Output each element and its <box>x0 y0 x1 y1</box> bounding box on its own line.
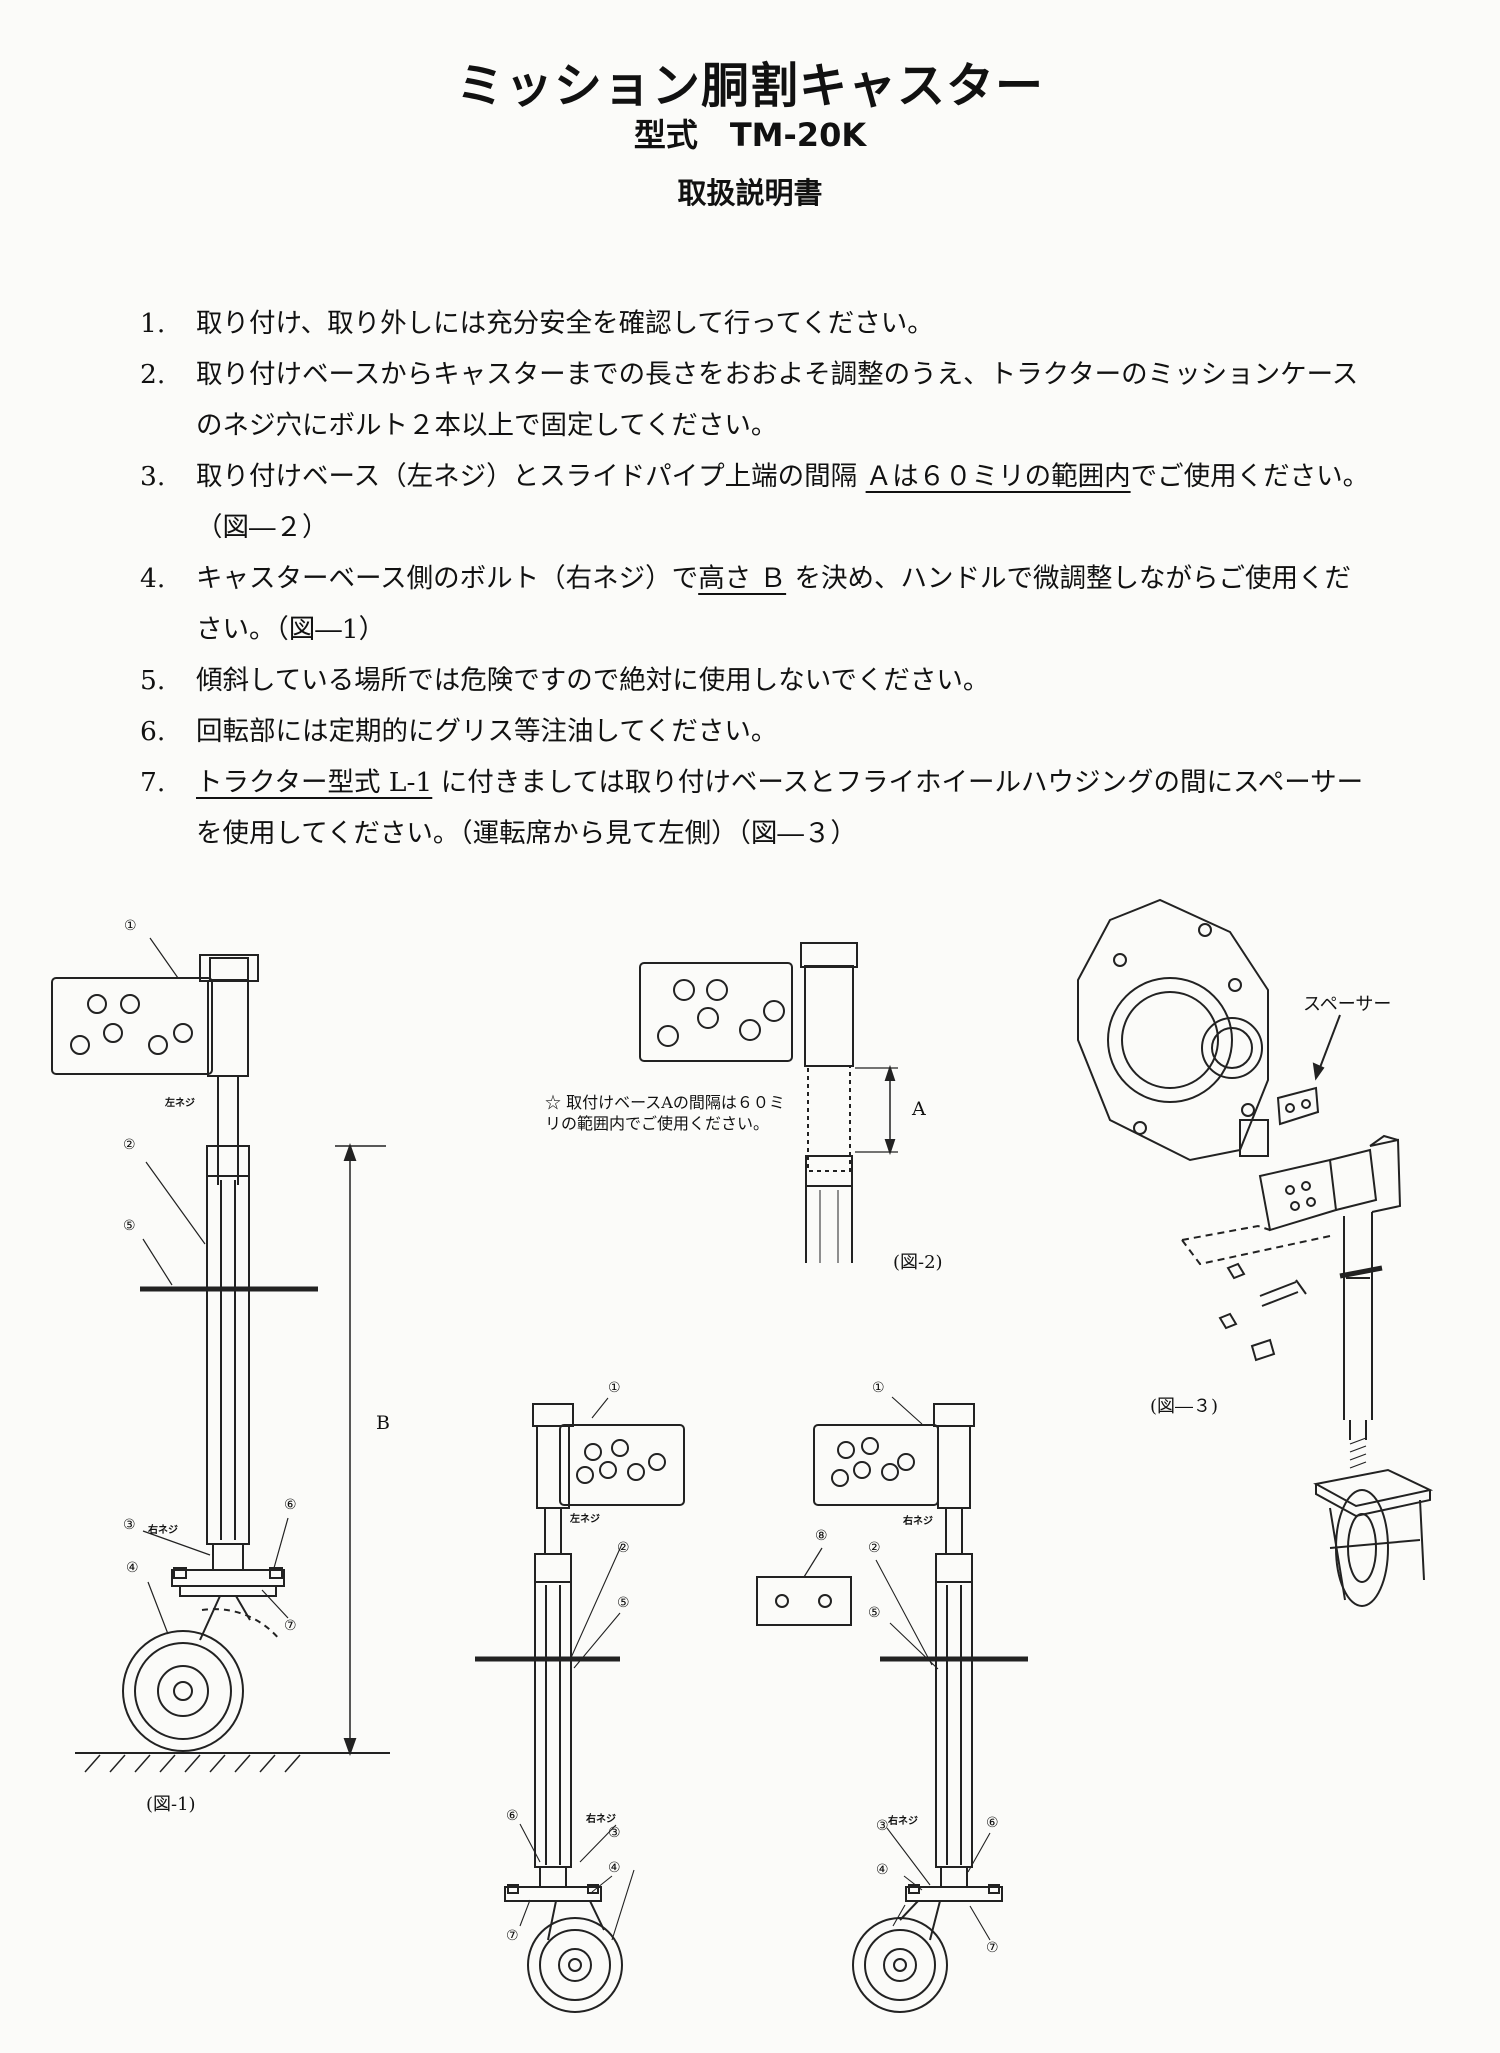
figure-2-caption: (図-2) <box>893 1252 943 1273</box>
part-number-4: ④ <box>876 1862 889 1878</box>
right-thread-label: 右ネジ <box>888 1816 918 1827</box>
item-number: 7. <box>140 767 166 798</box>
part-number-6: ⑥ <box>284 1497 297 1513</box>
model-number: 型式 TM-20K <box>633 116 867 154</box>
item-text-emphasis: トラクター型式 L-1 <box>196 767 433 798</box>
item-number: 5. <box>140 665 166 696</box>
spacer-part-8 <box>756 1547 852 1626</box>
spacer-label: スペーサー <box>1303 994 1392 1015</box>
item-text-emphasis: 高さ Ｂ <box>698 563 787 594</box>
part-number-4: ④ <box>126 1560 139 1576</box>
part-number-7: ⑦ <box>284 1618 297 1634</box>
figure-assembly-left <box>475 1397 685 2013</box>
figure-assembly-right <box>813 1396 1028 2013</box>
part-number-4: ④ <box>608 1860 621 1876</box>
right-thread-label: 右ネジ <box>903 1516 933 1527</box>
part-number-1: ① <box>124 918 137 934</box>
left-thread-label: 左ネジ <box>165 1098 195 1109</box>
item-number: 1. <box>140 308 166 339</box>
item-text: 取り付けベースからキャスターまでの長さをおおよそ調整のうえ、トラクターのミッショ… <box>196 359 1359 441</box>
item-text: 取り付け、取り外しには充分安全を確認して行ってください。 <box>196 308 934 339</box>
part-number-3: ③ <box>876 1818 889 1834</box>
instruction-item: 7. トラクター型式 L-1 に付きましては取り付けベースとフライホイールハウジ… <box>140 757 1370 859</box>
item-text: 傾斜している場所では危険ですので絶対に使用しないでください。 <box>196 665 990 696</box>
manual-heading: 取扱説明書 <box>677 176 823 210</box>
part-number-5: ⑤ <box>868 1605 881 1621</box>
instruction-item: 4. キャスターベース側のボルト（右ネジ）で高さ Ｂ を決め、ハンドルで微調整し… <box>140 553 1370 655</box>
instruction-item: 3. 取り付けベース（左ネジ）とスライドパイプ上端の間隔 Ａは６０ミリの範囲内で… <box>140 451 1370 553</box>
part-number-6: ⑥ <box>506 1808 519 1824</box>
figure-1-caster-side-view <box>51 937 390 1773</box>
part-number-5: ⑤ <box>617 1595 630 1611</box>
item-text-emphasis: Ａは６０ミリの範囲内 <box>865 461 1131 492</box>
instruction-item: 1. 取り付け、取り外しには充分安全を確認して行ってください。 <box>140 298 1370 349</box>
instruction-list: 1. 取り付け、取り外しには充分安全を確認して行ってください。 2. 取り付けベ… <box>140 298 1370 859</box>
dimension-a-label: A <box>912 1098 926 1120</box>
item-text-pre: キャスターベース側のボルト（右ネジ）で <box>196 563 699 594</box>
part-number-2: ② <box>617 1540 630 1556</box>
item-text: 回転部には定期的にグリス等注油してください。 <box>196 716 778 747</box>
part-number-7: ⑦ <box>986 1940 999 1956</box>
item-number: 2. <box>140 359 166 390</box>
figure-1-caption: (図-1) <box>146 1794 196 1815</box>
part-number-3: ③ <box>608 1825 621 1841</box>
item-text: 取り付けベース（左ネジ）とスライドパイプ上端の間隔 Ａは６０ミリの範囲内でご使用… <box>196 451 1370 553</box>
part-number-8: ⑧ <box>815 1528 828 1544</box>
instruction-item: 5. 傾斜している場所では危険ですので絶対に使用しないでください。 <box>140 655 1370 706</box>
instruction-item: 2. 取り付けベースからキャスターまでの長さをおおよそ調整のうえ、トラクターのミ… <box>140 349 1370 451</box>
part-number-7: ⑦ <box>506 1928 519 1944</box>
right-thread-label: 右ネジ <box>148 1525 178 1536</box>
item-number: 4. <box>140 563 166 594</box>
part-number-2: ② <box>123 1137 136 1153</box>
part-number-6: ⑥ <box>986 1815 999 1831</box>
figure-2-gap-detail <box>639 942 898 1263</box>
part-number-5: ⑤ <box>123 1218 136 1234</box>
item-number: 3. <box>140 461 166 492</box>
right-thread-label: 右ネジ <box>586 1814 616 1825</box>
item-text-post: でご使用ください。（図―２） <box>196 461 1370 543</box>
item-text: キャスターベース側のボルト（右ネジ）で高さ Ｂ を決め、ハンドルで微調整しながら… <box>196 553 1370 655</box>
item-number: 6. <box>140 716 166 747</box>
figure-3-caption: (図―３) <box>1150 1396 1219 1417</box>
part-number-2: ② <box>868 1540 881 1556</box>
item-text-post: に付きましては取り付けベースとフライホイールハウジングの間にスペーサーを使用して… <box>196 767 1364 849</box>
left-thread-label: 左ネジ <box>570 1514 600 1525</box>
fig2-note: ☆ 取付けベースAの間隔は６０ミリの範囲内でご使用ください。 <box>545 1093 785 1133</box>
item-text-pre: 取り付けベース（左ネジ）とスライドパイプ上端の間隔 <box>196 461 866 492</box>
document-title: ミッション胴割キャスター <box>455 58 1044 114</box>
part-number-3: ③ <box>123 1517 136 1533</box>
instruction-item: 6. 回転部には定期的にグリス等注油してください。 <box>140 706 1370 757</box>
part-number-1: ① <box>608 1380 621 1396</box>
figure-3-spacer-install <box>1077 898 1434 1607</box>
part-number-1: ① <box>872 1380 885 1396</box>
dimension-b-label: B <box>376 1412 390 1434</box>
item-text-post: を決め、ハンドルで微調整しながらご使用ください。（図―1） <box>196 563 1352 645</box>
item-text: トラクター型式 L-1 に付きましては取り付けベースとフライホイールハウジングの… <box>196 757 1370 859</box>
